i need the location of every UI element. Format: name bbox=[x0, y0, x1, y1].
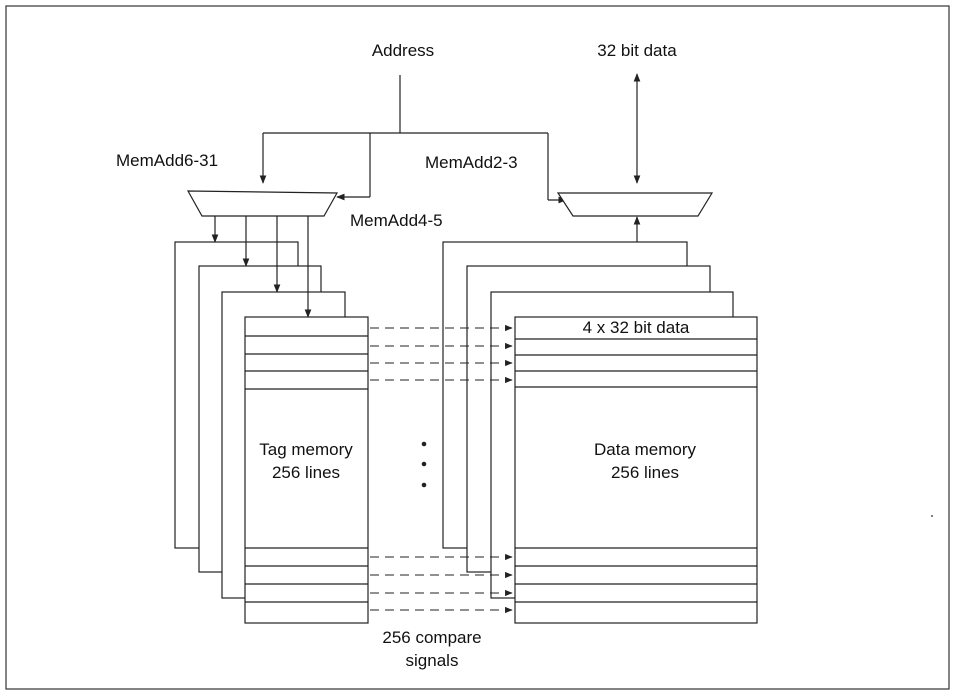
data-memory-lines: 256 lines bbox=[611, 463, 679, 482]
address-bus bbox=[259, 75, 567, 204]
data-memory-way-1 bbox=[514, 316, 758, 624]
data-multiplexer bbox=[556, 192, 714, 217]
address-label: Address bbox=[372, 41, 434, 60]
data-memory-stack bbox=[442, 241, 758, 624]
tag-memory-way-1 bbox=[244, 316, 369, 624]
tag-memory-lines: 256 lines bbox=[272, 463, 340, 482]
tag-memory-title: Tag memory bbox=[259, 440, 353, 459]
memadd-4-5-label: MemAdd4-5 bbox=[350, 211, 443, 230]
tag-decoder bbox=[186, 190, 339, 217]
data-bus-label: 32 bit data bbox=[597, 41, 677, 60]
ellipsis-dots bbox=[421, 441, 427, 488]
tag-memory-stack bbox=[174, 241, 369, 624]
compare-signals-label-1: 256 compare bbox=[382, 628, 481, 647]
data-memory-title: Data memory bbox=[594, 440, 697, 459]
compare-signal-arrows bbox=[370, 324, 513, 614]
memadd-6-31-label: MemAdd6-31 bbox=[116, 151, 218, 170]
figure-frame bbox=[5, 5, 950, 690]
line-data-label: 4 x 32 bit data bbox=[583, 318, 690, 337]
decoder-outputs bbox=[211, 216, 312, 318]
stray-dot bbox=[931, 515, 933, 517]
memadd-2-3-label: MemAdd2-3 bbox=[425, 153, 518, 172]
compare-signals-label-2: signals bbox=[406, 651, 459, 670]
